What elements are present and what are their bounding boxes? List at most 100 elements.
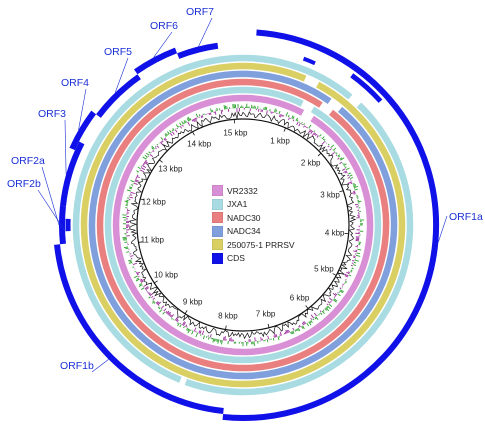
kbp-tick-label: 11 kbp [140,235,165,245]
kbp-tick-mark [192,131,195,136]
gc-skew-bar [353,193,356,195]
gc-skew-bar [165,133,168,136]
leader-orf1b [91,359,109,373]
gc-skew-bar [357,248,362,251]
gc-skew-bar [350,191,356,195]
gc-tracks [122,103,365,347]
ring-separator [87,69,399,381]
gc-skew-bar [339,157,343,160]
gc-skew-bar [308,124,312,129]
gc-skew-bar [326,303,329,306]
legend-swatch [212,185,223,197]
legend-label: NADC34 [227,226,261,237]
ring-nadc34 [88,70,398,380]
gc-skew-bar [292,330,295,334]
legend-label: NADC30 [227,212,261,223]
kbp-tick-mark [332,273,337,276]
gc-skew-bar [354,203,359,206]
gc-skew-bar [210,108,212,113]
cds-arc-orf3 [60,141,85,207]
gc-skew-bar [302,321,306,325]
kbp-tick-mark [339,190,344,193]
gc-skew-bar [310,320,313,323]
gc-skew-bar [337,154,341,157]
gc-skew-bar [190,329,192,332]
gc-skew-bar [290,331,292,335]
gc-skew-bar [335,293,338,296]
gc-skew-bar [198,330,201,334]
gc-skew-bar [333,150,335,152]
gc-skew-bar [135,271,138,274]
legend: VR2332 JXA1 NADC30 NADC34 250075-1 PRRSV… [212,184,332,265]
gc-skew-bar [140,279,145,282]
gc-skew-bar [307,129,312,134]
gc-skew-bar [297,327,301,332]
gc-skew-bar [211,109,214,113]
gc-skew-bar [194,117,197,121]
leader-orf2a [41,166,60,226]
kbp-tick-mark [305,305,309,309]
gc-skew-bar [354,188,358,191]
gc-skew-bar [175,318,179,322]
gc-skew-bar [214,111,217,115]
gc-skew-bar [344,273,349,277]
legend-label: JXA1 [227,199,248,210]
gc-skew-bar [160,141,163,143]
gc-skew-bar [138,276,140,278]
gc-skew-bar [129,260,132,263]
gc-skew-bar [224,105,227,110]
gc-skew-bar [223,336,225,341]
gc-skew-bar [344,275,348,278]
gc-skew-bar [216,107,218,111]
gc-skew-bar [280,114,282,118]
gc-skew-bar [299,324,301,328]
gc-skew-bar [135,278,140,282]
gc-skew-bar [313,130,316,133]
legend-swatch [212,198,223,210]
gc-skew-bar [124,200,129,203]
gc-skew-bar [279,334,281,337]
gc-skew-bar [144,286,149,290]
gc-skew-bar [208,112,211,116]
gc-skew-bar [332,299,337,303]
gc-skew-bar [284,331,287,334]
gc-skew-bar [348,274,352,277]
gc-skew-bar [151,301,155,304]
leader-orf2b [37,189,66,232]
gc-skew-bar [343,170,347,173]
gc-skew-bar [339,290,344,294]
gc-skew-bar [314,133,317,136]
gc-skew-bar [344,166,347,168]
gc-skew-bar [175,124,179,128]
gc-skew-bar [144,154,148,158]
ring-outer-band [184,102,414,396]
cds-arc-orf7 [177,42,219,59]
gc-skew-bar [163,308,167,312]
gc-skew-bar [176,319,179,323]
gc-skew-bar [156,145,160,149]
cds-arc-orf6 [134,47,178,75]
legend-item-nadc34: NADC34 [212,225,332,239]
gc-skew-bar [170,314,174,318]
gc-skew-bar [330,151,335,156]
gc-skew-bar [311,132,316,137]
orf-label-orf6: ORF6 [150,20,179,32]
gc-skew-bar [350,182,353,185]
gc-skew-bar [168,312,172,316]
gc-skew-bar [303,321,307,325]
gc-skew-bar [296,121,299,126]
gc-skew-bar [156,301,160,305]
gc-skew-bar [316,135,319,138]
gc-skew-bar [347,174,350,177]
leader-orf4 [78,88,87,131]
gc-skew-bar [157,301,162,306]
gc-skew-bar [334,295,336,298]
legend-item-vr2332: VR2332 [212,184,332,198]
gc-skew-bar [287,114,290,118]
ring-jxa1 [104,86,382,364]
gc-skew-bar [152,300,154,302]
gc-skew-bar [200,334,202,336]
gc-skew-bar [128,261,133,264]
gc-skew-bar [350,269,353,272]
